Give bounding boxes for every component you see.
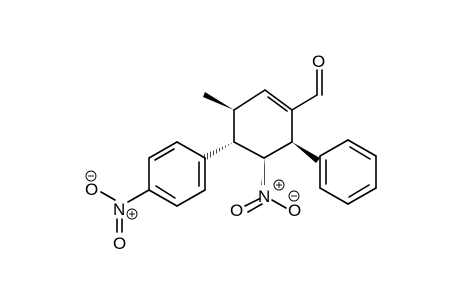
aldehyde-oxygen: O xyxy=(312,52,325,71)
ring-nitro-minus-icon xyxy=(288,190,300,202)
ring-nitro-oxygen-right: O xyxy=(288,201,301,220)
ring-nitro-oxygen-left: O xyxy=(230,201,243,220)
bond-c2-c3-double xyxy=(267,96,288,112)
aryl-ring-bond xyxy=(148,141,178,159)
bond-c4-c5 xyxy=(263,141,293,159)
aryl-double-bond xyxy=(155,185,176,199)
aryl-nitro-nitrogen: N xyxy=(113,200,125,219)
aryl-nitro-oxygen-top: O xyxy=(85,180,98,199)
methyl-wedge xyxy=(203,92,234,110)
bond-c5-c6 xyxy=(233,141,265,159)
cyclohexene-ring xyxy=(233,89,293,159)
phenyl-bond xyxy=(347,139,377,157)
aryl-double-bond xyxy=(154,148,175,161)
bond-ring-n-o-right xyxy=(271,199,287,209)
phenyl-bond xyxy=(347,187,377,205)
ring-nitro-plus-icon xyxy=(273,179,285,191)
aryl-nitro-minus-icon xyxy=(85,170,97,182)
phenyl-bond xyxy=(319,187,349,205)
ring-nitro-hashed-wedge xyxy=(261,158,267,185)
bond-c1-c2 xyxy=(233,89,266,111)
phenyl-double-bond xyxy=(348,184,370,198)
bond-ring-n-o-left xyxy=(244,198,260,207)
aryl-nitro-plus-icon xyxy=(126,208,138,220)
bond-c2-c3 xyxy=(264,89,293,111)
phenyl-wedge xyxy=(292,142,320,163)
ring-nitro-nitrogen: N xyxy=(258,187,270,206)
aryl-ring-bond xyxy=(176,189,206,207)
phenyl-double-bond xyxy=(349,146,371,160)
aryl-ring-bond xyxy=(148,189,178,207)
aryl-nitro-oxygen-bottom: O xyxy=(113,234,126,253)
aldehyde-group: O xyxy=(291,52,325,111)
nitrophenyl-group: N O O xyxy=(85,141,234,253)
phenyl-group xyxy=(292,139,377,205)
aryl-hashed-wedge xyxy=(202,142,234,161)
bond-c3-cho xyxy=(291,94,318,111)
ring-nitro-group: N O O xyxy=(230,158,301,220)
bond-aryl-n xyxy=(127,189,150,203)
bond-ring-n-o-left-double xyxy=(247,203,263,213)
aryl-ring-bond xyxy=(176,141,206,159)
bond-aryl-n-o-top xyxy=(100,191,116,201)
phenyl-bond xyxy=(319,139,349,157)
